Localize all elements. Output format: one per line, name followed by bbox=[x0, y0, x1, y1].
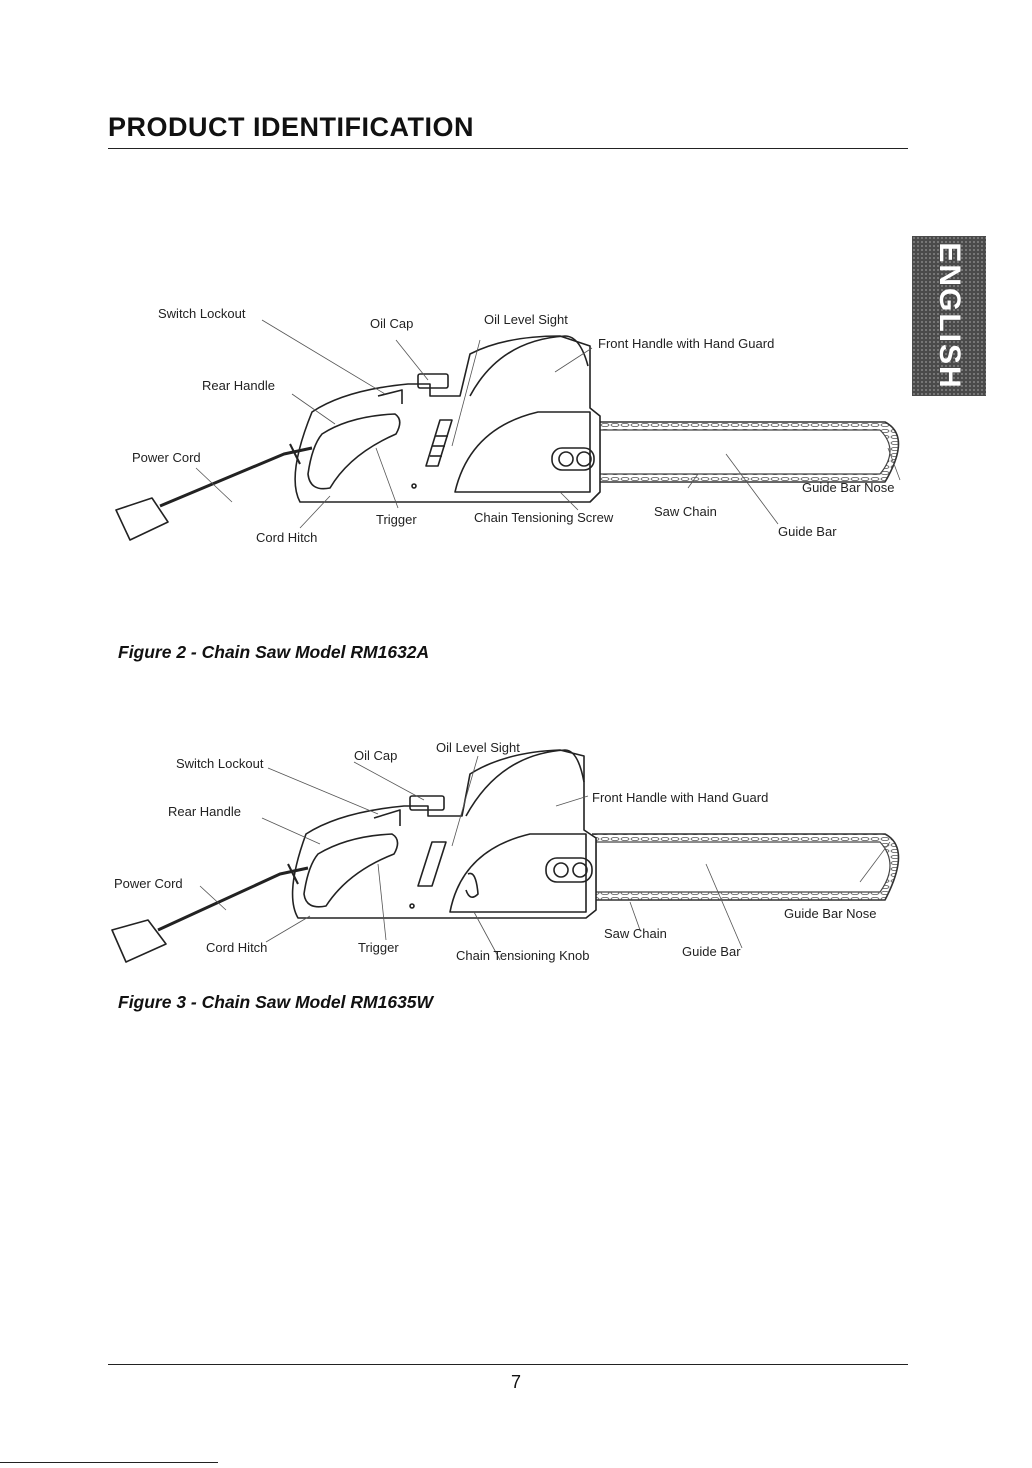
figure-2-caption: Figure 2 - Chain Saw Model RM1632A bbox=[118, 642, 430, 662]
chainsaw-rm1632a-drawing bbox=[115, 319, 901, 541]
heading-rule bbox=[108, 148, 908, 149]
language-tab: ENGLISH bbox=[912, 236, 986, 396]
page-number: 7 bbox=[510, 1372, 521, 1392]
footer-rule bbox=[108, 1364, 908, 1365]
label-saw-chain: Saw Chain bbox=[654, 504, 717, 519]
label-switch-lockout: Switch Lockout bbox=[158, 306, 246, 321]
label-guide-bar-nose: Guide Bar Nose bbox=[802, 480, 895, 495]
figure-3: Switch Lockout Oil Cap Oil Level Sight F… bbox=[0, 734, 1032, 1024]
page-heading: PRODUCT IDENTIFICATION bbox=[108, 112, 474, 142]
label-trigger: Trigger bbox=[376, 512, 417, 527]
figure-3-caption: Figure 3 - Chain Saw Model RM1635W bbox=[118, 992, 434, 1012]
label-guide-bar: Guide Bar bbox=[682, 944, 741, 959]
label-chain-tensioning: Chain Tensioning Knob bbox=[456, 948, 590, 963]
label-switch-lockout: Switch Lockout bbox=[176, 756, 264, 771]
label-guide-bar: Guide Bar bbox=[778, 524, 837, 539]
label-power-cord: Power Cord bbox=[132, 450, 201, 465]
label-power-cord: Power Cord bbox=[114, 876, 183, 891]
label-cord-hitch: Cord Hitch bbox=[256, 530, 318, 545]
label-rear-handle: Rear Handle bbox=[168, 804, 241, 819]
label-chain-tensioning: Chain Tensioning Screw bbox=[474, 510, 614, 525]
bottom-rule bbox=[0, 1462, 218, 1463]
chainsaw-rm1635w-drawing bbox=[111, 749, 900, 963]
label-oil-cap: Oil Cap bbox=[370, 316, 414, 331]
label-cord-hitch: Cord Hitch bbox=[206, 940, 268, 955]
label-oil-level-sight: Oil Level Sight bbox=[436, 740, 520, 755]
label-front-handle: Front Handle with Hand Guard bbox=[598, 336, 775, 351]
figure-2: Switch Lockout Oil Cap Oil Level Sight F… bbox=[0, 296, 1032, 676]
label-trigger: Trigger bbox=[358, 940, 399, 955]
label-oil-cap: Oil Cap bbox=[354, 748, 398, 763]
label-saw-chain: Saw Chain bbox=[604, 926, 667, 941]
label-rear-handle: Rear Handle bbox=[202, 378, 275, 393]
label-front-handle: Front Handle with Hand Guard bbox=[592, 790, 769, 805]
label-guide-bar-nose: Guide Bar Nose bbox=[784, 906, 877, 921]
label-oil-level-sight: Oil Level Sight bbox=[484, 312, 568, 327]
